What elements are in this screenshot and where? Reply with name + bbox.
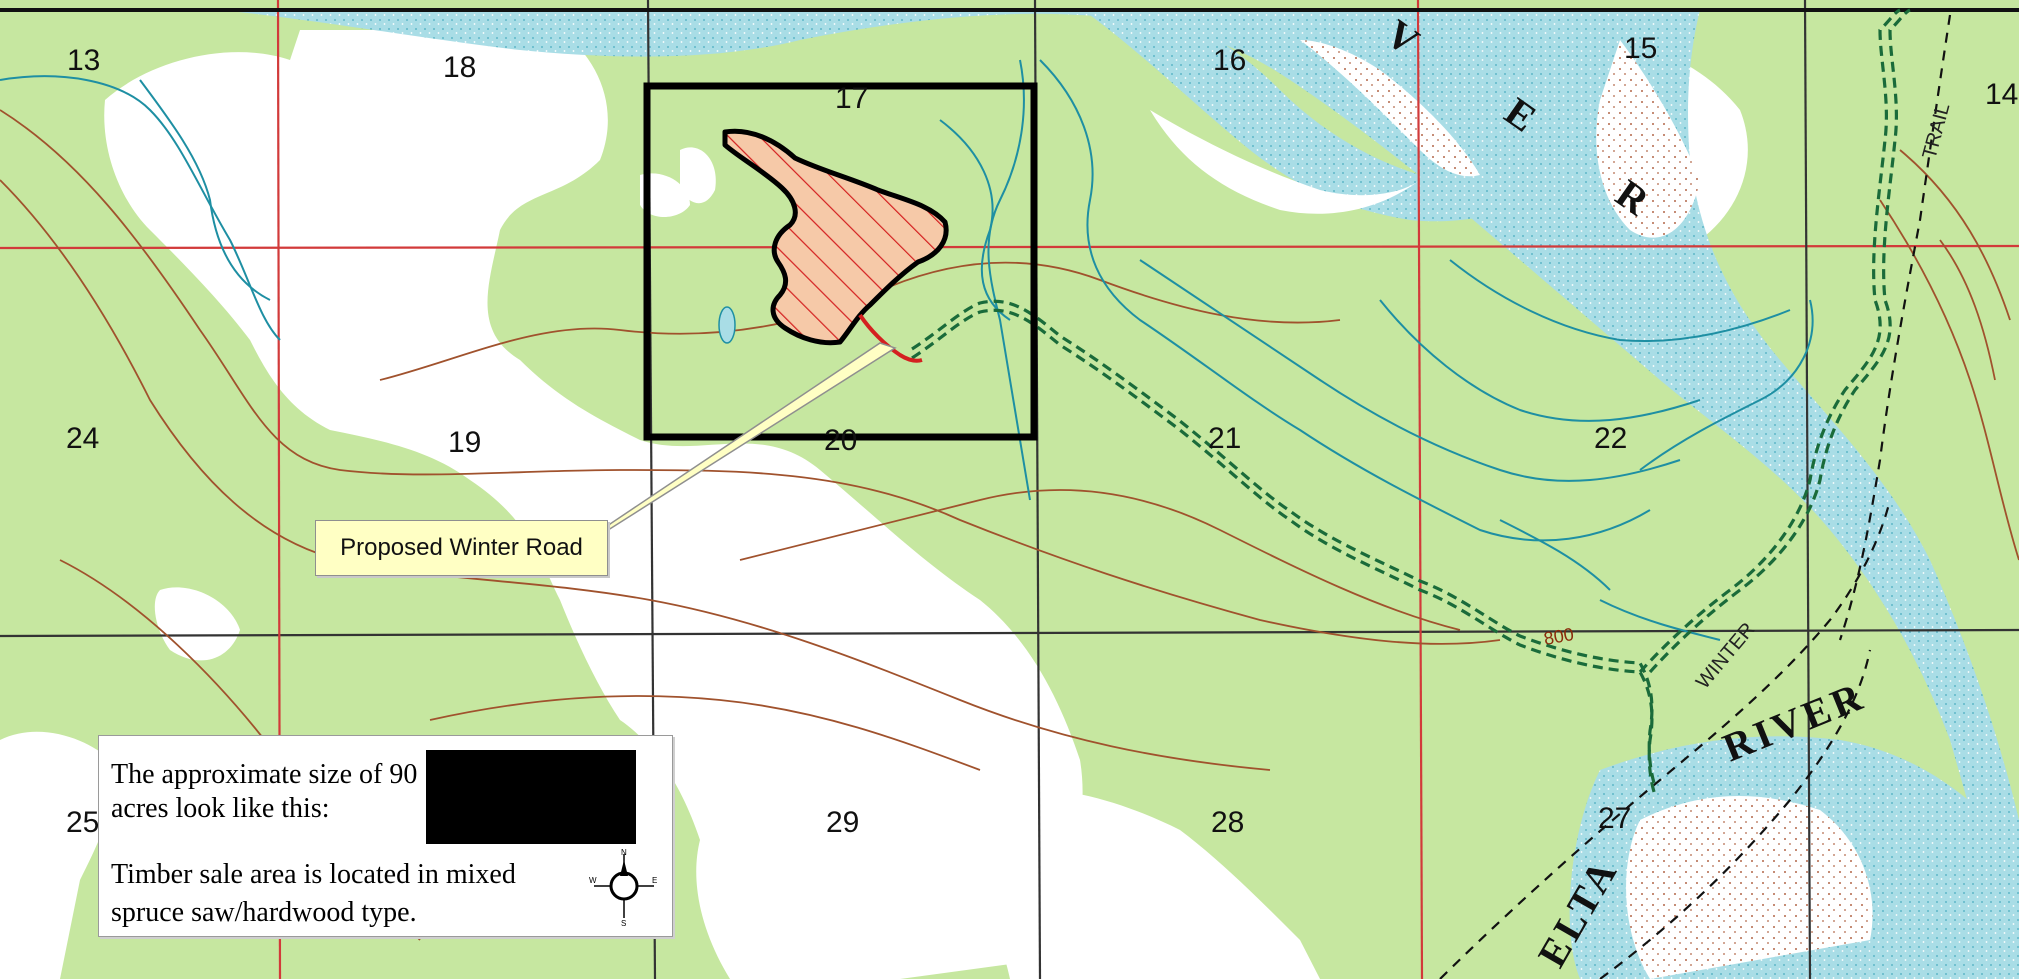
- callout-text: Proposed Winter Road: [340, 534, 583, 561]
- dashed-trails: [1439, 14, 1952, 979]
- callout-pointer: [604, 342, 897, 533]
- section-number: 16: [1213, 44, 1246, 77]
- section-number: 28: [1211, 806, 1244, 839]
- contour-lines: [0, 109, 2019, 941]
- section-numbers: 13 18 17 16 15 14 24 19 20 21 22 25 29 2…: [66, 32, 2018, 839]
- proposed-winter-road-callout: Proposed Winter Road: [315, 520, 608, 576]
- section-number: 15: [1624, 32, 1657, 65]
- legend-type-text: Timber sale area is located in mixed spr…: [111, 859, 516, 928]
- compass-e: E: [652, 876, 657, 885]
- winter-road-inner-north: [1648, 8, 1911, 674]
- section-number: 24: [66, 422, 99, 455]
- pond: [718, 306, 736, 344]
- section-number: 29: [826, 806, 859, 839]
- compass-n: N: [621, 848, 627, 857]
- section-number: 22: [1594, 422, 1627, 455]
- winter-road: [911, 8, 1901, 796]
- compass-w: W: [589, 876, 597, 885]
- streams: [0, 59, 1814, 641]
- section-number: 14: [1985, 78, 2018, 111]
- legend-size-text: The approximate size of 90 acres look li…: [111, 759, 418, 824]
- winter-road-inner: [911, 299, 1657, 787]
- section-number: 21: [1208, 422, 1241, 455]
- section-number: 19: [448, 426, 481, 459]
- sale-boundary-box: [643, 82, 1038, 441]
- section-number: 27: [1598, 802, 1631, 835]
- timber-sale-area: [722, 128, 949, 346]
- section-number: 17: [835, 82, 868, 115]
- river-water: [220, 10, 2019, 979]
- road-spur: [858, 313, 923, 363]
- section-number: 25: [66, 806, 99, 839]
- section-number: 18: [443, 51, 476, 84]
- compass-s: S: [621, 919, 626, 926]
- map-legend: The approximate size of 90 acres look li…: [98, 735, 673, 937]
- section-number: 13: [67, 44, 100, 77]
- section-number: 20: [824, 424, 857, 457]
- legend-90-acre-swatch: [426, 750, 636, 844]
- north-arrow-icon: N E S W: [589, 848, 657, 926]
